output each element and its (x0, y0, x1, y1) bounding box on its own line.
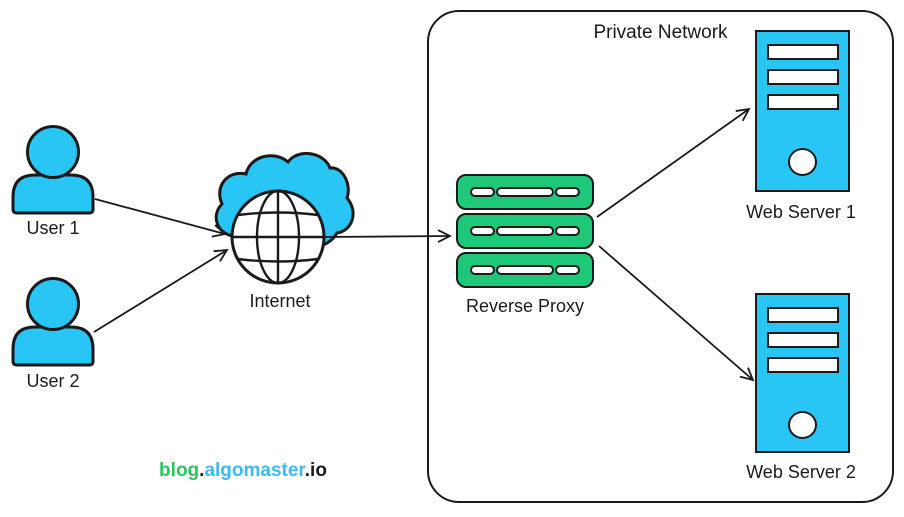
user1-person-icon (11, 125, 95, 215)
rack-slot (470, 226, 495, 236)
user1-label: User 1 (26, 218, 80, 238)
internet-cloud-globe-icon (214, 152, 355, 285)
branding-dot: . (304, 460, 311, 481)
drive-bay (767, 44, 839, 60)
rack-slot (496, 265, 554, 275)
rack-slot (555, 187, 580, 197)
private-network-label: Private Network (593, 22, 728, 43)
reverse-proxy-label: Reverse Proxy (465, 296, 585, 316)
drive-bay (767, 307, 839, 323)
reverse-proxy-server-stack-icon (456, 174, 594, 288)
internet-label: Internet (249, 291, 311, 311)
arrow-user2-internet (93, 248, 229, 333)
rack-slot (555, 265, 580, 275)
branding-watermark: blog.algomaster.io (159, 460, 327, 482)
branding-algomaster: algomaster (204, 460, 305, 481)
rack-slot (496, 187, 554, 197)
drive-bay (767, 69, 839, 85)
arrow-user1-internet (94, 198, 227, 238)
rack-slot (496, 226, 554, 236)
branding-io: io (310, 460, 327, 481)
drive-bay (767, 357, 839, 373)
proxy-rack-unit (456, 213, 594, 249)
proxy-rack-unit (456, 174, 594, 210)
drive-bay (767, 94, 839, 110)
branding-dot: . (199, 460, 205, 481)
rack-slot (470, 187, 495, 197)
web-server1-tower-icon (755, 30, 850, 192)
user2-label: User 2 (26, 371, 80, 391)
proxy-rack-unit (456, 252, 594, 288)
rack-slot (555, 226, 580, 236)
web-server2-tower-icon (755, 293, 850, 453)
power-button (788, 148, 817, 176)
web-server2-label: Web Server 2 (746, 462, 856, 482)
drive-bay (767, 332, 839, 348)
rack-slot (470, 265, 495, 275)
web-server1-label: Web Server 1 (746, 202, 856, 222)
power-button (788, 411, 817, 439)
branding-blog: blog (159, 460, 200, 481)
user2-person-icon (11, 277, 95, 367)
